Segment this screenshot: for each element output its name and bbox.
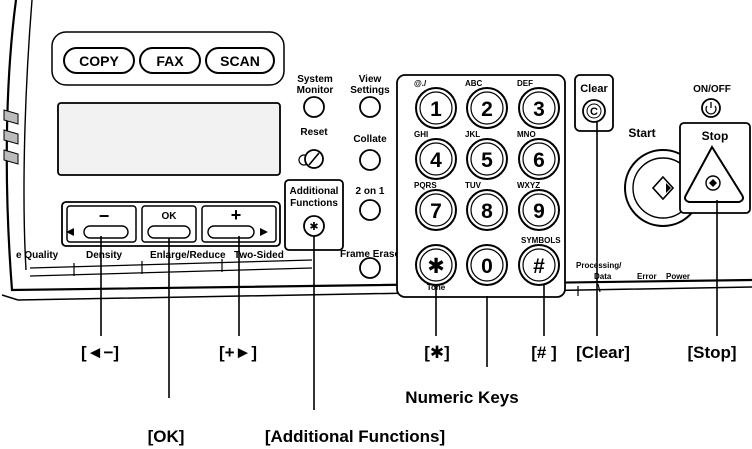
numeric-key-digit: 6 bbox=[533, 149, 545, 172]
system-monitor-key[interactable] bbox=[303, 96, 325, 118]
tab-density[interactable]: Density bbox=[86, 250, 123, 261]
minus-key[interactable]: − bbox=[66, 205, 137, 243]
numeric-key-digit: 2 bbox=[481, 98, 493, 121]
reset-key[interactable] bbox=[298, 149, 324, 169]
numeric-key-digit: 8 bbox=[481, 200, 493, 223]
side-panel-detail bbox=[3, 109, 19, 165]
two-on-one-key[interactable] bbox=[359, 199, 381, 221]
numeric-key-7[interactable]: 7 PQRS bbox=[414, 181, 457, 231]
mode-button-scan[interactable]: SCAN bbox=[205, 47, 275, 74]
function-tabs: e Quality Density Enlarge/Reduce Two-Sid… bbox=[16, 250, 313, 277]
collate-key[interactable] bbox=[359, 149, 381, 171]
numeric-key-11[interactable]: 0 bbox=[466, 244, 508, 286]
mode-button-fax[interactable]: FAX bbox=[139, 47, 201, 74]
numeric-key-1[interactable]: 1 @./ bbox=[414, 79, 457, 129]
numeric-key-letters: TUV bbox=[465, 181, 482, 190]
tab-two-sided[interactable]: Two-Sided bbox=[234, 250, 284, 261]
callout-ok: [OK] bbox=[148, 427, 185, 446]
callout-clear: [Clear] bbox=[576, 343, 630, 362]
collate-label: Collate bbox=[353, 134, 387, 145]
clear-key-glyph: C bbox=[590, 106, 598, 118]
tab-enlarge-reduce[interactable]: Enlarge/Reduce bbox=[150, 250, 226, 261]
additional-functions-label-1: Additional bbox=[290, 186, 339, 197]
clear-key-label: Clear bbox=[580, 83, 608, 95]
power-key[interactable] bbox=[701, 98, 721, 118]
ok-key-label: OK bbox=[162, 211, 178, 222]
numeric-key-9[interactable]: 9 WXYZ bbox=[517, 181, 560, 231]
numeric-key-8[interactable]: 8 TUV bbox=[465, 181, 508, 231]
callout-minus: [◄−] bbox=[81, 343, 119, 362]
tab-image-quality[interactable]: e Quality bbox=[16, 250, 59, 261]
system-monitor-label-2: Monitor bbox=[297, 85, 334, 96]
callout-numeric-keys: Numeric Keys bbox=[405, 388, 518, 407]
numeric-key-4[interactable]: 4 GHI bbox=[414, 130, 457, 180]
two-on-one-label: 2 on 1 bbox=[356, 186, 385, 197]
numeric-key-digit: ✱ bbox=[427, 255, 445, 278]
data-label: Data bbox=[594, 272, 612, 281]
numeric-key-digit: 0 bbox=[481, 255, 493, 278]
clear-key[interactable]: C bbox=[582, 99, 606, 123]
numeric-key-digit: 9 bbox=[533, 200, 545, 223]
svg-text:✱: ✱ bbox=[309, 221, 318, 233]
mode-button-scan-label: SCAN bbox=[220, 53, 260, 69]
numeric-key-letters: SYMBOLS bbox=[521, 236, 561, 245]
plus-key-label: + bbox=[231, 205, 242, 225]
mode-button-fax-label: FAX bbox=[156, 53, 184, 69]
callout-stop: [Stop] bbox=[687, 343, 736, 362]
numeric-key-letters: MNO bbox=[517, 130, 536, 139]
numeric-key-3[interactable]: 3 DEF bbox=[517, 79, 560, 129]
numeric-key-digit: 4 bbox=[430, 149, 442, 172]
system-monitor-label-1: System bbox=[297, 74, 333, 85]
leader-lines bbox=[100, 122, 718, 410]
numeric-key-5[interactable]: 5 JKL bbox=[465, 130, 508, 180]
numeric-key-digit: 5 bbox=[481, 149, 493, 172]
reset-label: Reset bbox=[300, 127, 328, 138]
numeric-key-letters: JKL bbox=[465, 130, 480, 139]
numeric-key-digit: 7 bbox=[430, 200, 442, 223]
frame-erase-label: Frame Erase bbox=[340, 249, 400, 260]
numeric-key-letters: WXYZ bbox=[517, 181, 540, 190]
frame-erase-key[interactable] bbox=[359, 257, 381, 279]
numeric-key-12[interactable]: # SYMBOLS bbox=[518, 236, 561, 286]
view-settings-key[interactable] bbox=[359, 96, 381, 118]
numeric-key-letters: DEF bbox=[517, 79, 533, 88]
mode-button-copy[interactable]: COPY bbox=[63, 47, 135, 74]
callout-additional-functions: [Additional Functions] bbox=[265, 427, 445, 446]
mode-button-copy-label: COPY bbox=[79, 53, 119, 69]
numeric-key-digit: 3 bbox=[533, 98, 545, 121]
additional-functions-label-2: Functions bbox=[290, 198, 338, 209]
lcd-display bbox=[57, 102, 281, 176]
numeric-key-digit: # bbox=[533, 255, 545, 278]
stop-label: Stop bbox=[702, 129, 729, 143]
callout-star: [✱] bbox=[424, 343, 450, 362]
minus-key-label: − bbox=[99, 206, 110, 226]
view-settings-label-1: View bbox=[359, 74, 382, 85]
numeric-key-2[interactable]: 2 ABC bbox=[465, 79, 508, 129]
processing-label: Processing/ bbox=[576, 261, 622, 270]
ok-key[interactable]: OK bbox=[141, 205, 197, 243]
status-indicators: Processing/ Data Error Power bbox=[576, 261, 690, 296]
power-indicator-label: Power bbox=[666, 272, 690, 281]
numeric-key-letters: @./ bbox=[414, 79, 427, 88]
numeric-key-6[interactable]: 6 MNO bbox=[517, 130, 560, 180]
panel-outline bbox=[5, 0, 752, 292]
error-label: Error bbox=[637, 272, 657, 281]
numeric-key-letters: GHI bbox=[414, 130, 428, 139]
numeric-keypad-frame bbox=[396, 74, 566, 298]
numeric-key-letters: ABC bbox=[465, 79, 483, 88]
callout-hash: [# ] bbox=[531, 343, 557, 362]
stop-key[interactable] bbox=[684, 145, 744, 203]
additional-functions-key[interactable]: ✱ bbox=[303, 215, 325, 237]
view-settings-label-2: Settings bbox=[350, 85, 390, 96]
start-label: Start bbox=[628, 126, 655, 140]
plus-key[interactable]: + bbox=[201, 205, 277, 243]
numeric-key-digit: 1 bbox=[430, 98, 442, 121]
numeric-key-letters: PQRS bbox=[414, 181, 437, 190]
numeric-keypad: 1@./2ABC3DEF4GHI5JKL6MNO7PQRS8TUV9WXYZ✱T… bbox=[414, 79, 561, 292]
power-label: ON/OFF bbox=[693, 84, 731, 95]
callout-plus: [+►] bbox=[219, 343, 257, 362]
